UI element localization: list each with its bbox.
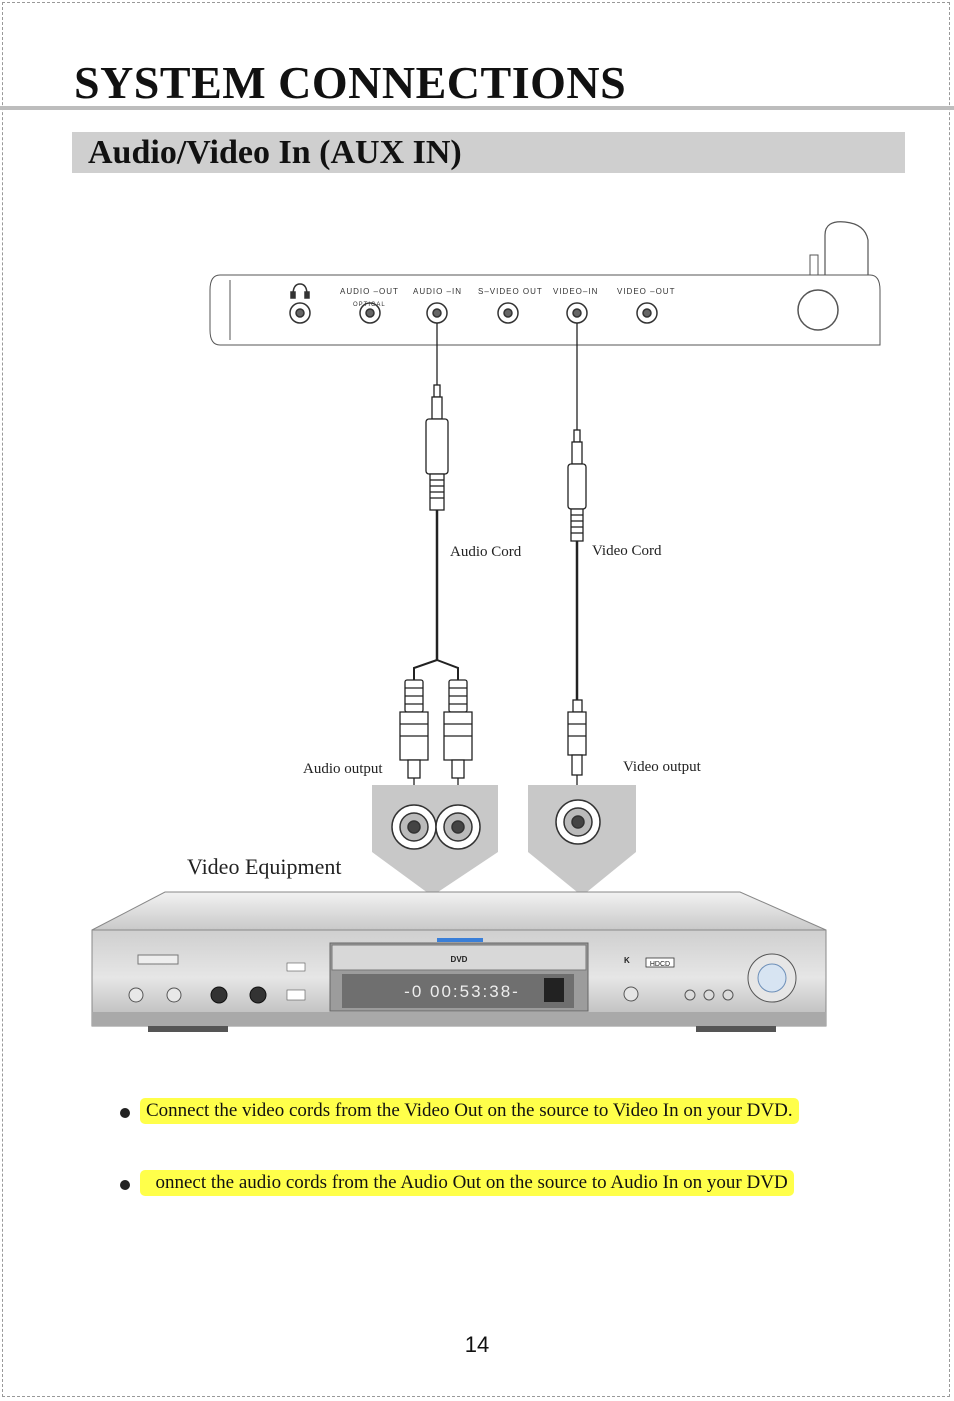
port-label: VIDEO–IN (553, 287, 598, 296)
audio-output-callout (372, 785, 498, 896)
bullet-dot (120, 1180, 130, 1190)
svg-text:K: K (624, 956, 630, 965)
panel-jacks (289, 302, 658, 324)
instruction-text: onnect the audio cords from the Audio Ou… (140, 1170, 794, 1196)
audio-cord-label: Audio Cord (450, 544, 522, 560)
audio-rca-plug-right (443, 679, 473, 820)
display-readout: -0 00:53:38- (404, 982, 520, 1001)
portable-dvd-panel (209, 221, 881, 346)
page-title: SYSTEM CONNECTIONS (74, 57, 627, 108)
bullet-dot (120, 1108, 130, 1118)
port-label: VIDEO –OUT (617, 287, 675, 296)
section-bar (72, 132, 905, 173)
audio-cord (413, 323, 459, 680)
instruction-item: onnect the audio cords from the Audio Ou… (110, 1170, 900, 1200)
dvd-logo: DVD (451, 955, 468, 964)
audio-output-label: Audio output (303, 761, 383, 777)
title-rule (0, 106, 954, 110)
output-jacks (391, 799, 601, 850)
page-number: 14 (464, 1332, 490, 1357)
port-label: AUDIO –IN (413, 287, 462, 296)
video-cord-label: Video Cord (592, 543, 662, 559)
instruction-item: Connect the video cords from the Video O… (110, 1098, 900, 1128)
connection-diagram: AUDIO –OUT AUDIO –IN S–VIDEO OUT VIDEO–I… (91, 221, 881, 1032)
video-output-label: Video output (623, 759, 702, 775)
dvd-player: DVD -0 00:53:38- K HDCD (91, 891, 827, 1032)
hdcd-logo: HDCD (650, 961, 670, 968)
equipment-label: Video Equipment (187, 854, 341, 879)
headphone-icon (290, 283, 310, 299)
section-title: Audio/Video In (AUX IN) (88, 134, 462, 171)
port-label: S–VIDEO OUT (478, 287, 543, 296)
instruction-text: Connect the video cords from the Video O… (140, 1098, 799, 1124)
video-cord (567, 323, 587, 820)
port-label: AUDIO –OUT (340, 287, 399, 296)
optical-label: OPTICAL (353, 302, 386, 308)
